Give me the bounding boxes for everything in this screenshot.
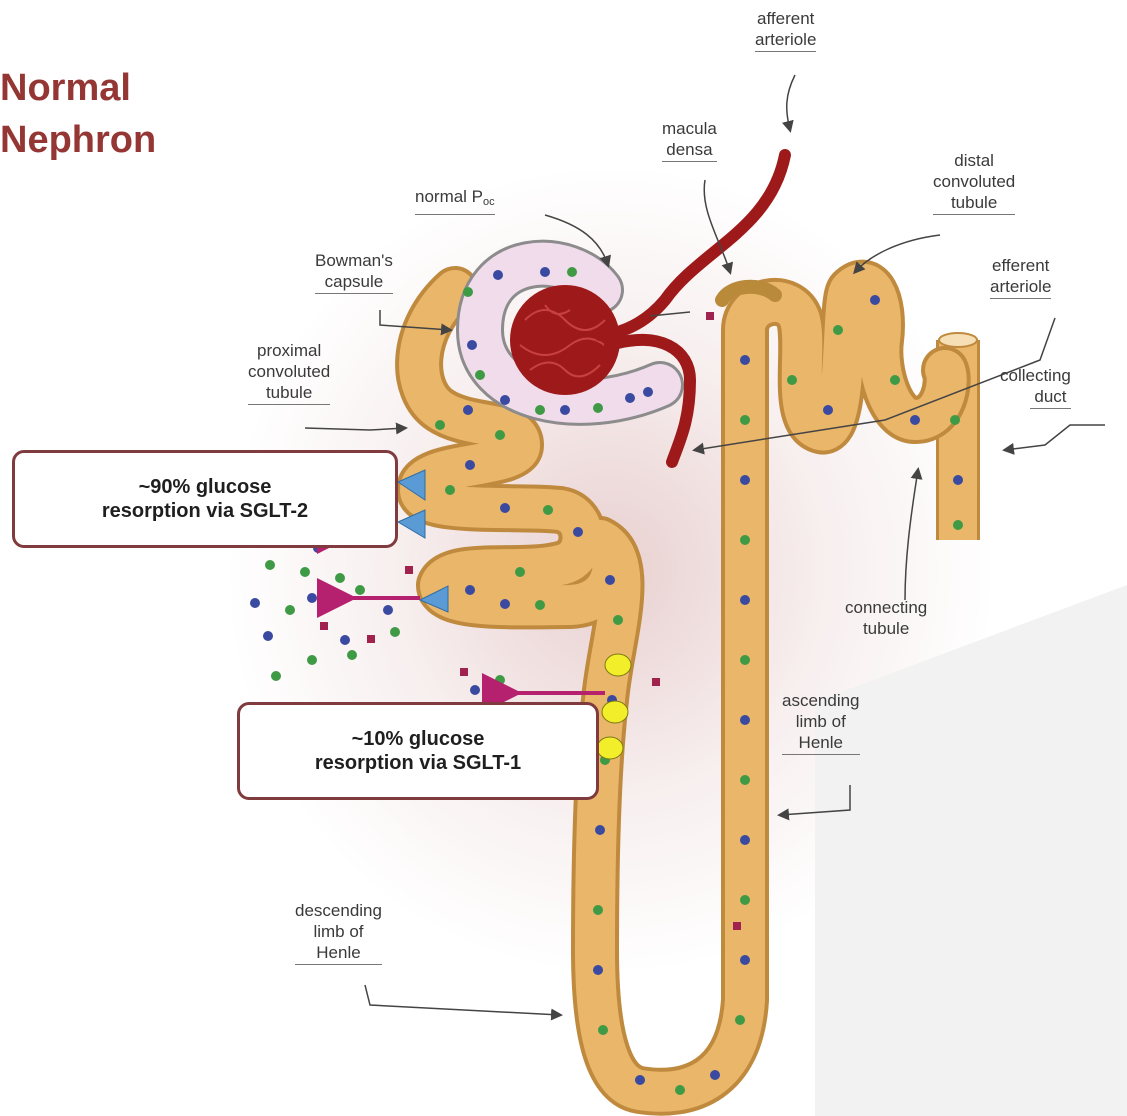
callout-sglt2: ~90% glucose resorption via SGLT-2: [12, 450, 398, 548]
callout-line: ~90% glucose: [15, 475, 395, 499]
label-normal-poc: normal Poc: [415, 186, 495, 215]
label-bowmans-capsule: Bowman's capsule: [315, 250, 393, 294]
label-line: duct: [1030, 386, 1071, 409]
label-collecting-duct: collecting duct: [1000, 365, 1071, 409]
label-connecting-tubule: connecting tubule: [845, 597, 927, 639]
label-leader-lines: [305, 75, 1105, 1015]
label-line: descending: [295, 900, 382, 921]
callout-sglt1: ~10% glucose resorption via SGLT-1: [237, 702, 599, 800]
label-afferent-arteriole: afferent arteriole: [755, 8, 816, 52]
label-line: tubule: [933, 192, 1015, 215]
label-line: limb of: [295, 921, 382, 942]
label-line: arteriole: [990, 276, 1051, 299]
label-line: convoluted: [933, 171, 1015, 192]
label-line: distal: [933, 150, 1015, 171]
label-macula-densa: macula densa: [662, 118, 717, 162]
label-line: capsule: [315, 271, 393, 294]
label-line: efferent: [990, 255, 1051, 276]
label-line: proximal: [248, 340, 330, 361]
label-line: Bowman's: [315, 250, 393, 271]
label-line: connecting: [845, 597, 927, 618]
callout-line: resorption via SGLT-1: [240, 751, 596, 775]
label-line: limb of: [782, 711, 860, 732]
label-line: tubule: [248, 382, 330, 405]
callout-line: resorption via SGLT-2: [15, 499, 395, 523]
label-line: arteriole: [755, 29, 816, 52]
label-line: Henle: [782, 732, 860, 755]
label-descending-limb: descending limb of Henle: [295, 900, 382, 965]
label-line: ascending: [782, 690, 860, 711]
label-line: Henle: [295, 942, 382, 965]
label-line: tubule: [845, 618, 927, 639]
label-line: normal P: [415, 187, 483, 206]
label-line: collecting: [1000, 365, 1071, 386]
label-line: densa: [662, 139, 717, 162]
label-ascending-limb: ascending limb of Henle: [782, 690, 860, 755]
label-distal-convoluted-tubule: distal convoluted tubule: [933, 150, 1015, 215]
label-efferent-arteriole: efferent arteriole: [990, 255, 1051, 299]
callout-line: ~10% glucose: [240, 727, 596, 751]
label-line: afferent: [755, 8, 816, 29]
label-proximal-convoluted-tubule: proximal convoluted tubule: [248, 340, 330, 405]
label-line: macula: [662, 118, 717, 139]
label-line: convoluted: [248, 361, 330, 382]
label-subscript: oc: [483, 196, 495, 208]
